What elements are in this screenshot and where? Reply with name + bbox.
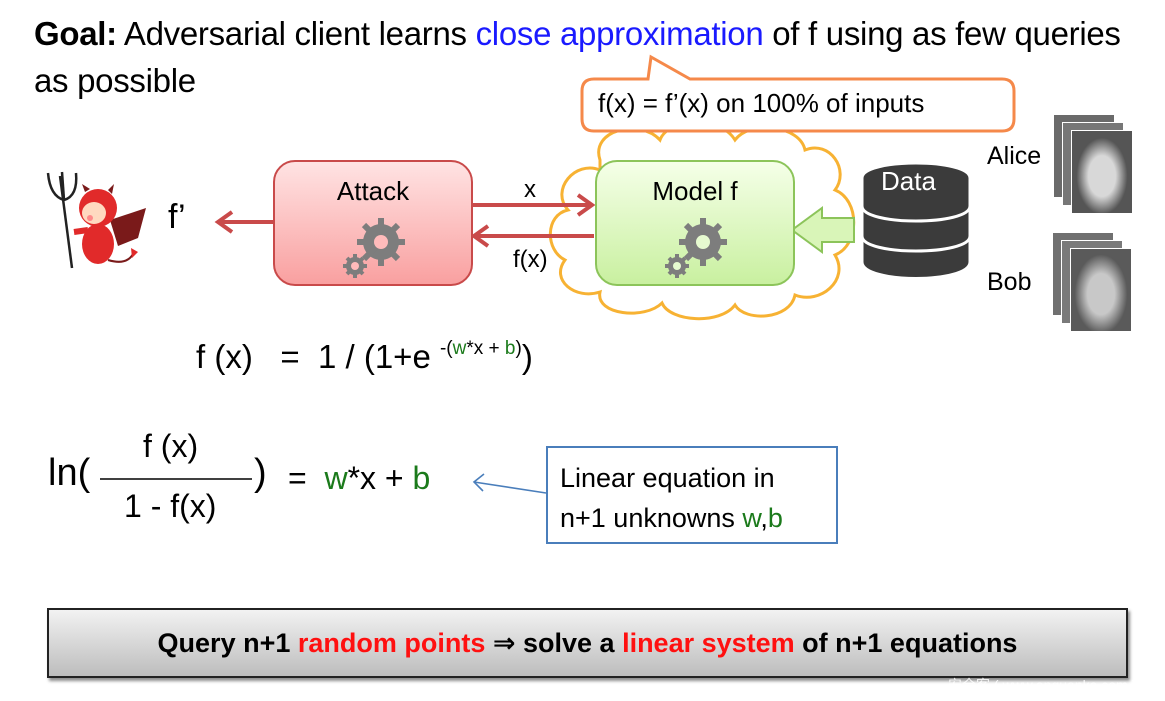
eq1-exponent: -(w*x + b) xyxy=(440,338,522,359)
conclusion-text-2: of n+1 equations xyxy=(794,628,1018,658)
slide-title: Goal: Adversarial client learns close ap… xyxy=(34,10,1154,104)
query-arrow xyxy=(471,193,596,217)
response-arrow xyxy=(470,224,594,248)
exp-mid: *x + xyxy=(466,338,505,359)
query-arrow-label: x xyxy=(524,176,536,203)
approximated-model-label: f’ xyxy=(168,198,186,236)
eq2-ln: ln( xyxy=(48,452,91,494)
eq2-close-paren: ) xyxy=(254,452,267,494)
gears-icon xyxy=(665,218,727,278)
data-store-label: Data xyxy=(881,166,936,196)
note-w: w xyxy=(742,503,761,533)
conclusion-banner: Query n+1 random points ⇒ solve a linear… xyxy=(47,608,1128,678)
eq2-denominator: 1 - f(x) xyxy=(124,488,217,524)
linear-equation-note: Linear equation in n+1 unknowns w,b xyxy=(546,446,838,544)
exp-b: b xyxy=(504,338,516,359)
sigmoid-equation: f (x) = 1 / (1+e -(w*x + b)) xyxy=(196,338,533,376)
exp-w: w xyxy=(452,338,467,359)
data-feed-arrow xyxy=(790,206,855,254)
face-stack-alice xyxy=(1053,114,1143,224)
eq2-b: b xyxy=(412,460,431,496)
eq2-equals: = xyxy=(288,460,307,496)
conclusion-highlight-1: random points xyxy=(297,628,486,658)
adversary-devil-icon xyxy=(46,171,146,269)
note-prefix: n+1 unknowns xyxy=(560,503,743,533)
eq1-equals: = xyxy=(280,338,300,375)
exp-prefix: -( xyxy=(439,338,453,359)
eq1-lhs: f (x) xyxy=(196,338,253,375)
watermark: 安全客 ( www.anquanke.com ) xyxy=(948,677,1137,693)
conclusion-text-1: Query n+1 xyxy=(157,628,298,658)
eq2-mid: *x + xyxy=(347,460,413,496)
gears-icon xyxy=(343,218,405,278)
title-text-1: Adversarial client learns xyxy=(116,15,476,52)
face-image xyxy=(1071,130,1133,214)
eq2-rhs: = w*x + b xyxy=(288,460,430,497)
response-arrow-label: f(x) xyxy=(513,246,548,273)
eq2-numerator: f (x) xyxy=(143,428,199,464)
attack-box: Attack xyxy=(273,160,473,286)
conclusion-arrow: ⇒ solve a xyxy=(485,628,623,658)
output-arrow xyxy=(214,210,273,234)
database-icon xyxy=(860,161,972,280)
note-comma: , xyxy=(760,503,768,533)
attack-box-label: Attack xyxy=(336,176,410,206)
callout-bubble xyxy=(580,54,1016,133)
subject-label-bob: Bob xyxy=(987,268,1032,296)
note-b: b xyxy=(767,503,783,533)
ln-label: ln xyxy=(48,452,78,494)
callout-text: f(x) = f’(x) on 100% of inputs xyxy=(598,88,925,118)
title-highlight: close approximation xyxy=(475,15,764,52)
conclusion-highlight-2: linear system xyxy=(622,628,795,658)
eq1-rhs-suffix: ) xyxy=(521,338,533,375)
model-box: Model f xyxy=(595,160,795,286)
eq1-rhs-prefix: 1 / (1+e xyxy=(317,338,431,375)
face-stack-bob xyxy=(1052,232,1142,342)
title-text-2: of f using as few queries as possible xyxy=(34,15,1121,99)
subject-label-alice: Alice xyxy=(987,142,1042,170)
goal-label: Goal: xyxy=(34,15,117,52)
model-box-label: Model f xyxy=(652,176,738,206)
note-line-1: Linear equation in xyxy=(560,463,775,493)
face-image xyxy=(1070,248,1132,332)
note-line-2: n+1 unknowns w,b xyxy=(560,498,836,538)
exp-suffix: ) xyxy=(515,338,522,359)
eq2-w: w xyxy=(324,460,348,496)
note-connector-arrow xyxy=(472,473,547,494)
